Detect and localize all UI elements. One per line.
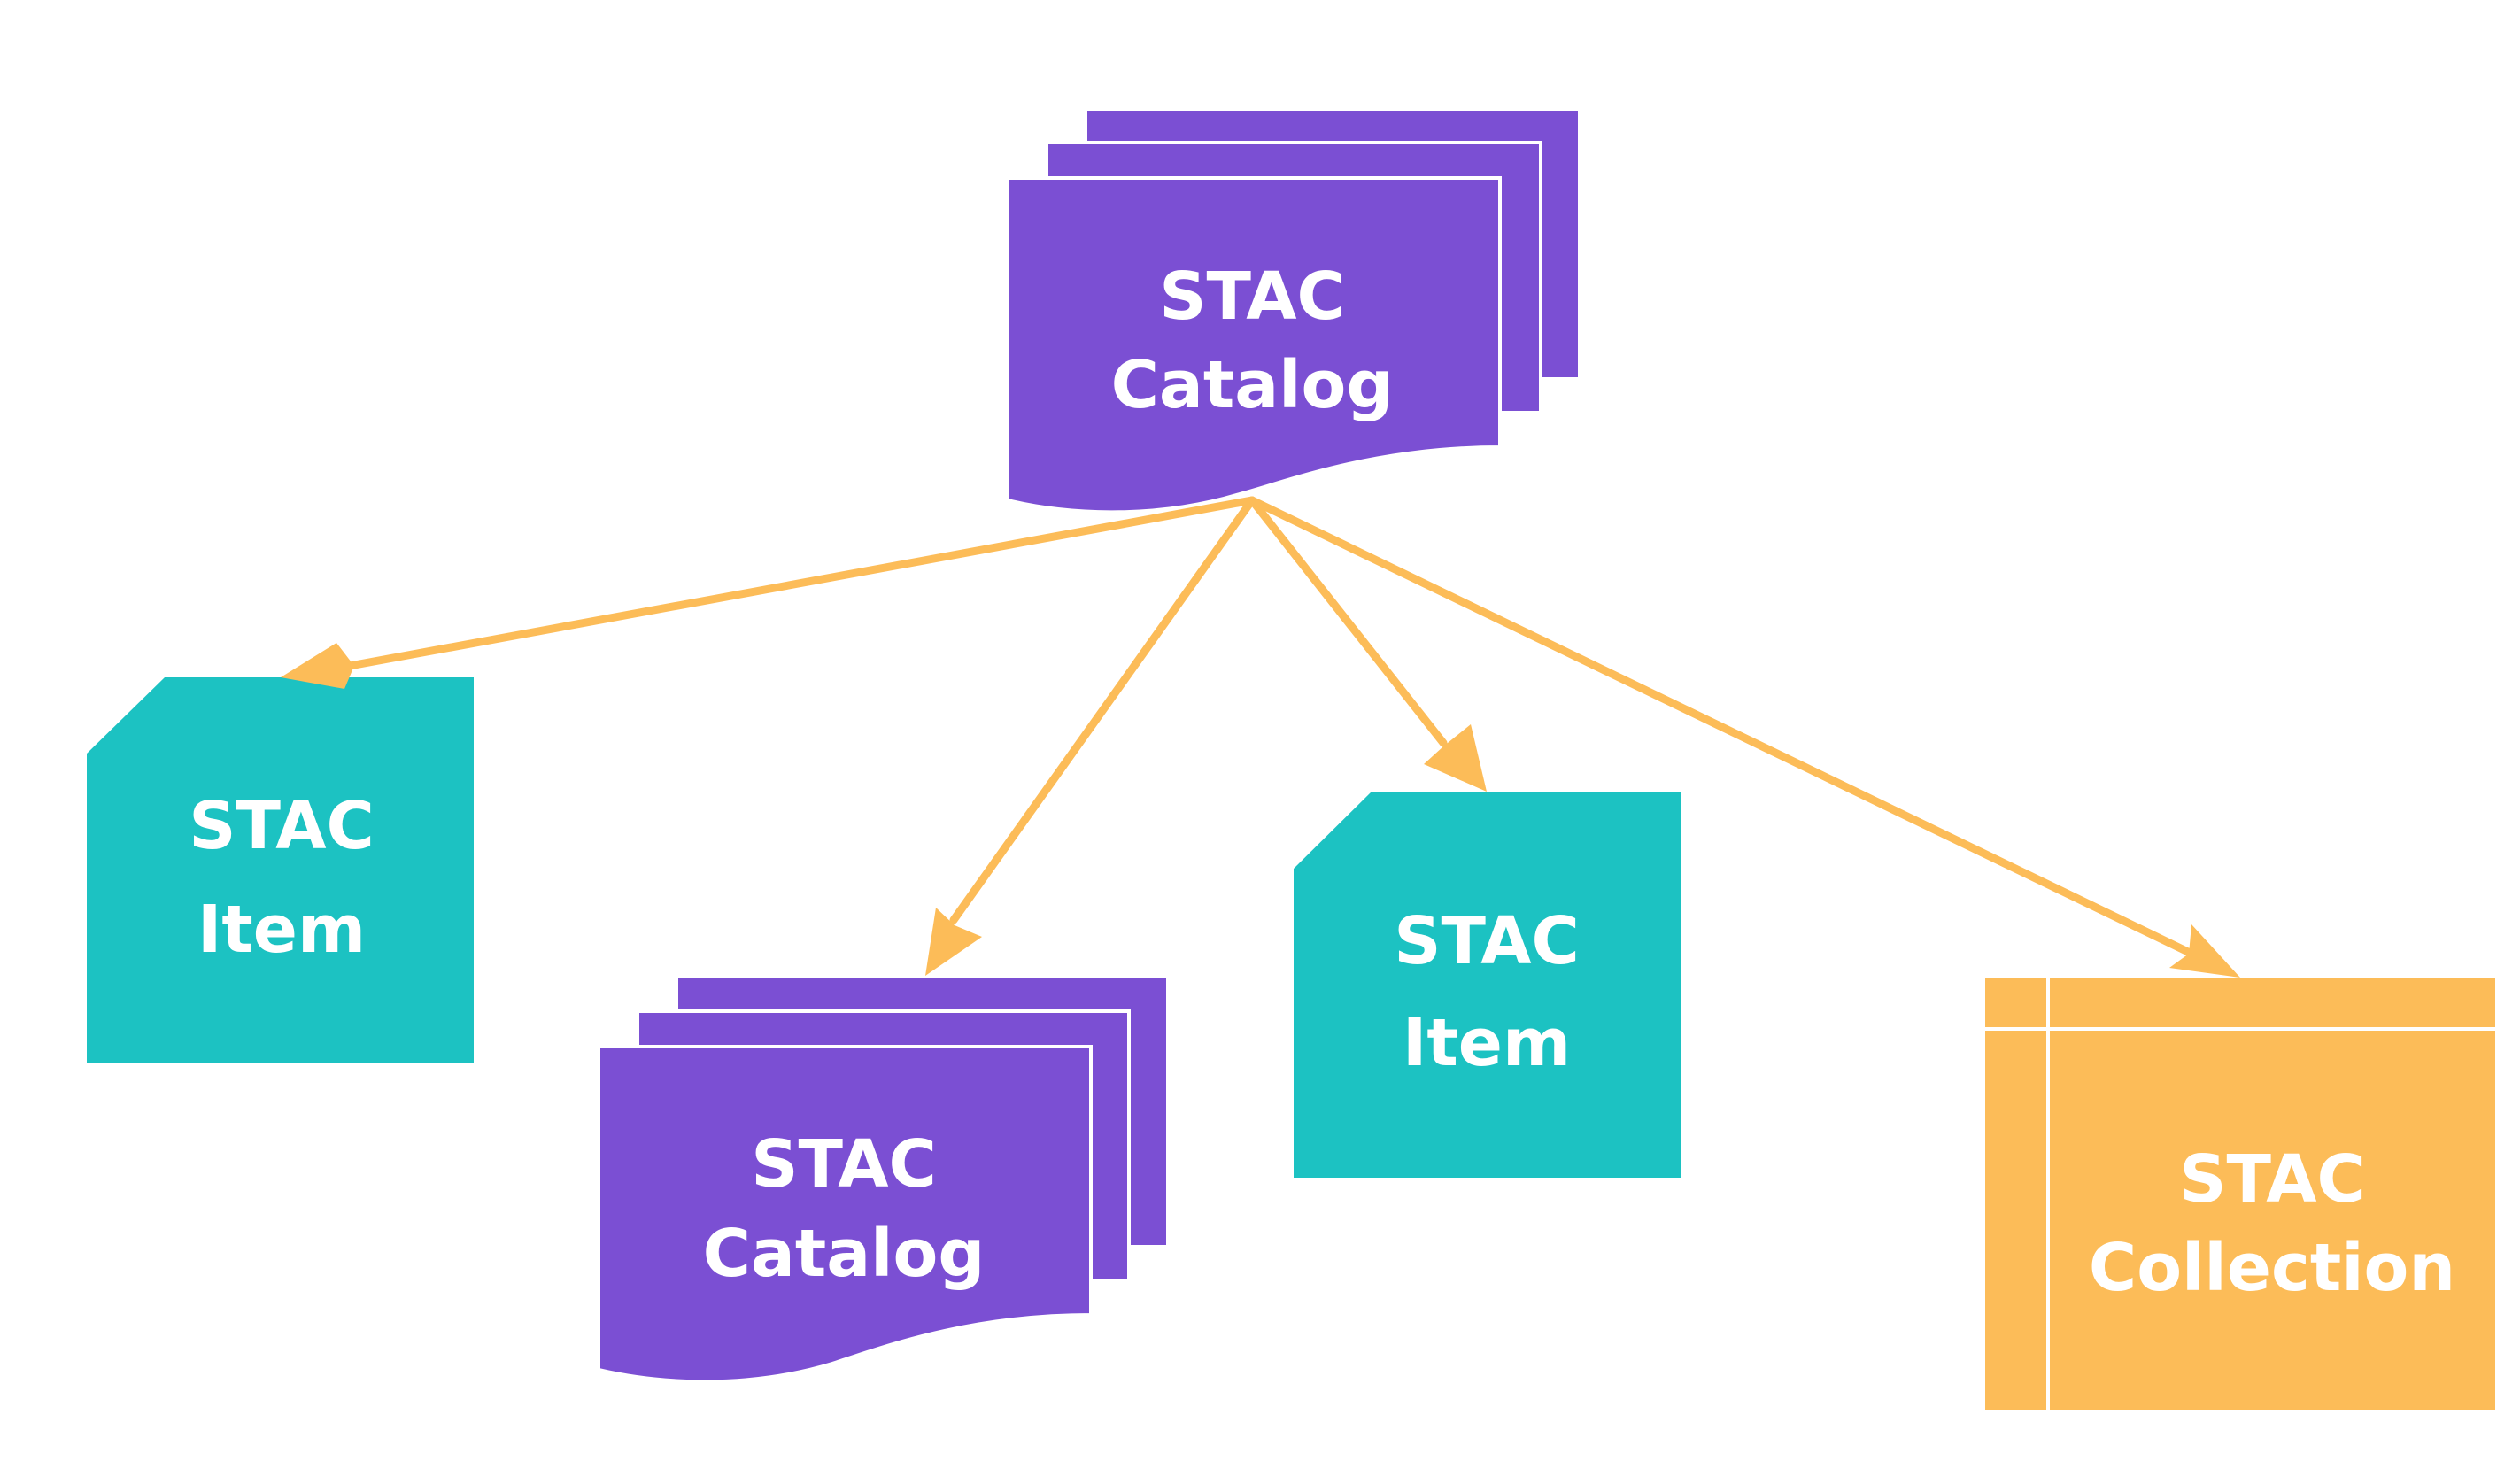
collection-shape [1985,978,2495,1410]
item-left-label-line1: STAC [189,788,375,864]
collection-label-line2: Collection [2089,1230,2455,1306]
child-catalog-label-line1: STAC [751,1126,937,1202]
root-catalog-label-line1: STAC [1159,259,1345,335]
item-left-shape [87,677,474,1063]
item-left-label-line2: Item [197,892,366,968]
collection-node: STAC Collection [1985,978,2495,1410]
root-catalog-node: STAC Catalog [1006,107,1581,514]
edge-root-to-item-middle [1248,496,1487,792]
item-left-node: STAC Item [87,677,474,1063]
edge-root-to-collection [1248,496,2240,978]
edge-root-to-child-catalog [925,496,1256,976]
collection-label-line1: STAC [2179,1141,2365,1218]
item-middle-label-line1: STAC [1394,903,1580,979]
child-catalog-node: STAC Catalog [597,975,1170,1384]
item-middle-shape [1294,792,1681,1178]
child-catalog-front-sheet [597,1045,1093,1384]
root-catalog-label-line2: Catalog [1111,347,1394,423]
root-catalog-front-sheet [1006,176,1502,514]
item-middle-label-line2: Item [1403,1005,1571,1081]
edge-root-to-item-left [281,496,1256,689]
item-middle-node: STAC Item [1294,792,1681,1178]
child-catalog-label-line2: Catalog [703,1216,986,1292]
edges [281,496,2240,978]
